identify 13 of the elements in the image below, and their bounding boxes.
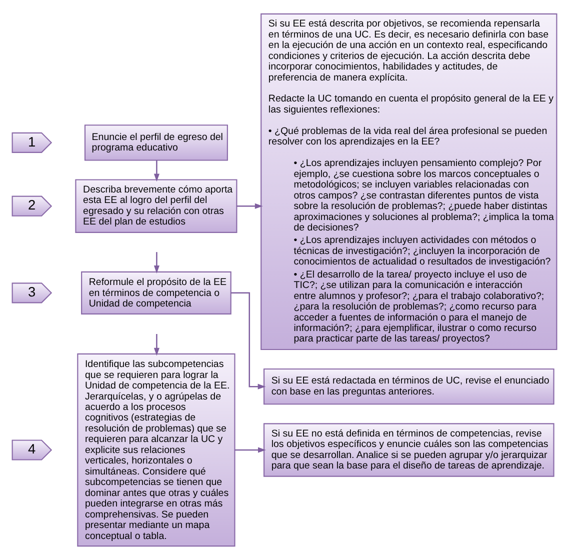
node-box: Identifique las subcompetencias que se requieren para lograr la Unidad de competencia de la EE. Jerarquícelas, y o agrúpelas de acuerdo a los procesos cognitivos (estrategias de resolución de problemas) que se requieren para alcanzar la UC y explicite sus relaciones verticales, horizontales o simultáneas. Considere qué subcompetencias se tienen que dominar antes que otras y cuáles pueden integrarse en otras más comprehensivas. Se pueden presentar mediante un mapa conceptual o tabla.	[77, 352, 236, 546]
arrow	[236, 202, 263, 208]
node-box: Si su EE no está definida en términos de competencias, revise los objetivos específicos y enuncie cuáles son las competencias que se desarrollan. Analice si se pueden agrupar y/o jerarquizar para que sean la base para el diseño de tareas de aprendizaje.	[263, 422, 554, 476]
node-box: Describa brevemente cómo aporta esta EE al logro del perfil del egresado y su relación con otras EE del plan de estudios	[75, 178, 238, 232]
arrow	[230, 292, 266, 389]
node-box: Si su EE está redactada en términos de UC, revise el enunciado con base en las preguntas anteriores.	[263, 368, 554, 404]
arrow	[154, 252, 160, 273]
arrow	[154, 160, 160, 182]
node-box: Reformule el propósito de la EE en términos de competencia o Unidad de competencia	[81, 270, 232, 314]
node-box: Si su EE está descrita por objetivos, se recomienda repensarla en términos de una UC. Es decir, es necesario definirla con base en la ejecución de una acción en un contexto real, especificando condiciones y criterios de ejecución. La acción descrita debe incorporar conocimientos, habilidades y actitudes, de preferencia de manera explícita. Redacte la UC tomando en cuenta el propósito general de la EE y las siguientes reflexiones: • ¿Qué problemas de la vida real del área profesional se pueden resolver con los aprendizajes en la EE? • ¿Los aprendizajes incluyen pensamiento complejo? Por ejemplo, ¿se cuestiona sobre los marcos conceptuales o metodológicos; se incluyen variables relacionadas con otros campos? ¿se contrastan diferentes puntos de vista sobre la resolución de problemas?; ¿puede haber distintas aproximaciones y soluciones al problema?; ¿implica la toma de decisiones? • ¿Los aprendizajes incluyen actividades con métodos o técnicas de investigación?; ¿incluyen la incorporación de conocimientos de actualidad o resultados de investigación? • ¿El desarrollo de la tarea/ proyecto incluye el uso de TIC?; ¿se utilizan para la comunicación e interacción entre alumnos y profesor?; ¿para el trabajo colaborativo?; ¿para la resolución de problemas?; ¿como recurso para acceder a fuentes de información o para el manejo de información?; ¿para ejemplificar, ilustrar o como recurso para practicar parte de las tareas/ proyectos?	[260, 12, 558, 350]
arrow	[154, 334, 160, 356]
arrow	[234, 446, 266, 452]
node-box: Enuncie el perfil de egreso del programa educativo	[84, 124, 228, 160]
